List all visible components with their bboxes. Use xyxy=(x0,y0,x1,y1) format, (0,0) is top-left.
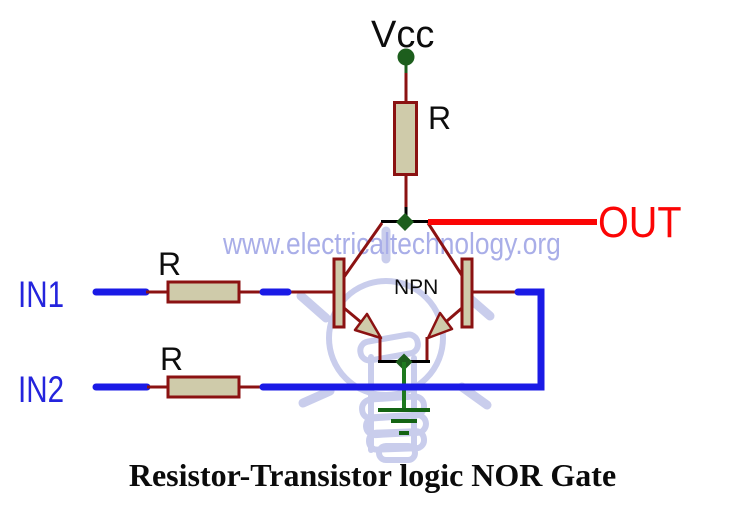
out-label: OUT xyxy=(598,198,682,247)
in1-label: IN1 xyxy=(18,274,65,315)
q2-collector-wire xyxy=(426,222,465,278)
in2-resistor-label: R xyxy=(160,341,184,377)
diagram-title: Resistor-Transistor logic NOR Gate xyxy=(128,457,617,493)
transistor-q2 xyxy=(425,222,520,361)
bulb-ray-upper-left xyxy=(296,291,331,323)
pullup-resistor-label: R xyxy=(428,100,452,136)
bulb-filament-holder xyxy=(357,331,421,364)
transistor-type-label: NPN xyxy=(394,276,439,299)
bulb-glass xyxy=(326,278,446,398)
pullup-resistor xyxy=(393,101,418,223)
q1-collector-wire xyxy=(342,222,384,278)
in2-branch xyxy=(92,288,545,399)
in1-resistor-label: R xyxy=(158,246,182,282)
q2-emitter-arrow xyxy=(426,311,454,340)
q2-base-bar xyxy=(460,257,474,329)
q1-base-bar xyxy=(332,257,346,329)
vcc-node-dot xyxy=(397,48,415,66)
in2-label: IN2 xyxy=(18,369,65,410)
output-node xyxy=(381,213,429,231)
in2-routing-wire xyxy=(259,288,545,391)
in1-branch xyxy=(92,280,292,304)
transistor-q1 xyxy=(288,222,384,361)
ground-symbol xyxy=(378,362,430,435)
in1-resistor-body xyxy=(166,280,241,304)
vcc-terminal xyxy=(397,48,415,104)
in2-resistor-body xyxy=(166,375,241,399)
q1-emitter-arrow xyxy=(353,312,383,340)
bulb-screw-tip xyxy=(376,443,418,463)
watermark-text: www.electricaltechnology.org xyxy=(223,226,561,261)
output-junction-dot xyxy=(396,213,414,231)
pullup-resistor-body xyxy=(393,101,418,176)
bulb-ray-lower-left xyxy=(298,386,335,408)
vcc-label: Vcc xyxy=(371,14,435,56)
